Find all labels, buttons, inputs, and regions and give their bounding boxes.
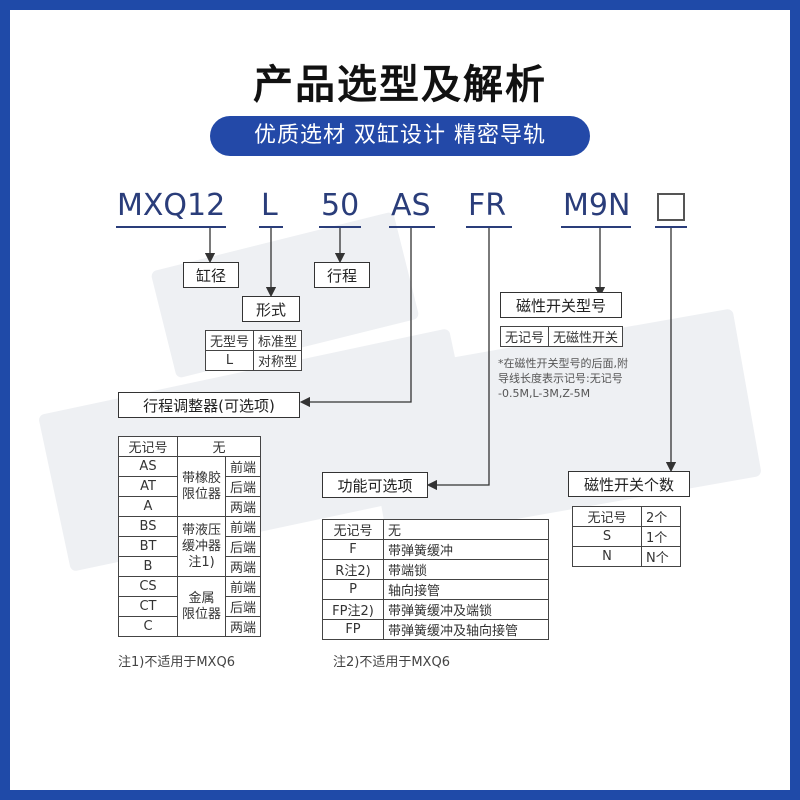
table-cell: 后端 <box>225 476 262 497</box>
subtitle-banner: 优质选材 双缸设计 精密导轨 <box>210 116 590 156</box>
table-row: 无记号无 <box>118 436 262 457</box>
table-row: FP注2)带弹簧缓冲及端锁 <box>322 599 549 620</box>
form-table-cell: 无型号 <box>204 330 255 351</box>
table-cell: 1个 <box>641 526 681 547</box>
table-row: A 两端 <box>118 496 262 517</box>
table-cell: 两端 <box>225 616 262 637</box>
label-bore: 缸径 <box>183 262 239 288</box>
underline-series <box>116 226 226 228</box>
code-adjuster: AS <box>391 188 431 223</box>
group-name-cell: 金属 限位器 <box>176 576 227 637</box>
table-cell: FP <box>322 619 384 640</box>
table-cell: N个 <box>641 546 681 567</box>
table-cell: CS <box>118 576 178 597</box>
table-row: R注2)带端锁 <box>322 559 549 580</box>
table-cell: S <box>572 526 642 547</box>
code-series: MXQ12 <box>117 188 226 223</box>
table-cell: BT <box>118 536 178 557</box>
table-cell: 无记号 <box>322 519 384 540</box>
table-cell: 后端 <box>225 596 262 617</box>
table-cell: 带弹簧缓冲及端锁 <box>383 599 549 620</box>
underline-form <box>259 226 283 228</box>
switch-type-cell: 无记号 <box>499 326 550 347</box>
table-cell: AS <box>118 456 178 477</box>
table-cell: 无记号 <box>118 436 178 457</box>
table-cell: 带弹簧缓冲 <box>383 539 549 560</box>
table-cell: 带弹簧缓冲及轴向接管 <box>383 619 549 640</box>
code-function: FR <box>468 188 507 223</box>
table-cell: B <box>118 556 178 577</box>
code-switch: M9N <box>563 188 631 223</box>
code-stroke: 50 <box>321 188 360 223</box>
underline-function <box>466 226 512 228</box>
product-selection-sheet: 产品选型及解析 优质选材 双缸设计 精密导轨 MXQ12 L 50 AS FR … <box>10 10 790 790</box>
table-cell: CT <box>118 596 178 617</box>
underline-stroke <box>319 226 361 228</box>
table-cell: 2个 <box>641 506 681 527</box>
switch-type-cell: 无磁性开关 <box>548 326 624 347</box>
table-cell: 前端 <box>225 516 262 537</box>
page-title: 产品选型及解析 <box>253 62 547 108</box>
label-form: 形式 <box>242 296 300 322</box>
underline-adjuster <box>389 226 435 228</box>
table-cell: 后端 <box>225 536 262 557</box>
table-cell: 无 <box>176 436 262 457</box>
label-switch-count: 磁性开关个数 <box>568 471 690 497</box>
table-cell: P <box>322 579 384 600</box>
table-row: 无记号无 <box>322 519 549 540</box>
switch-type-table: 无记号无磁性开关 <box>499 326 624 347</box>
table-cell: 两端 <box>225 556 262 577</box>
label-adjuster: 行程调整器(可选项) <box>118 392 300 418</box>
underline-count <box>655 226 687 228</box>
connector-lines <box>204 228 677 491</box>
function-note: 注2)不适用于MXQ6 <box>333 655 450 670</box>
table-cell: 前端 <box>225 456 262 477</box>
adjuster-note: 注1)不适用于MXQ6 <box>118 655 235 670</box>
table-cell: FP注2) <box>322 599 384 620</box>
table-row: AT 后端 <box>118 476 262 497</box>
table-cell: 轴向接管 <box>383 579 549 600</box>
form-table-cell: L <box>204 350 255 371</box>
label-stroke: 行程 <box>314 262 370 288</box>
table-cell: 前端 <box>225 576 262 597</box>
table-row: C 两端 <box>118 616 262 637</box>
code-switch-count-box <box>657 193 685 221</box>
underline-switch <box>561 226 631 228</box>
form-table-cell: 标准型 <box>253 330 303 351</box>
group-name-cell: 带液压 缓冲器 注1) <box>176 516 227 577</box>
table-cell: 带端锁 <box>383 559 549 580</box>
table-cell: AT <box>118 476 178 497</box>
table-cell: C <box>118 616 178 637</box>
form-table-cell: 对称型 <box>253 350 303 371</box>
table-cell: N <box>572 546 642 567</box>
table-row: B 两端 <box>118 556 262 577</box>
table-row: BT 后端 <box>118 536 262 557</box>
table-cell: F <box>322 539 384 560</box>
table-cell: BS <box>118 516 178 537</box>
label-switch-type: 磁性开关型号 <box>500 292 622 318</box>
table-cell: 无记号 <box>572 506 642 527</box>
table-row: CT 后端 <box>118 596 262 617</box>
switch-type-note: *在磁性开关型号的后面,附 导线长度表示记号:无记号 -0.5M,L-3M,Z-… <box>498 357 628 400</box>
code-form: L <box>261 188 278 223</box>
table-cell: A <box>118 496 178 517</box>
label-function: 功能可选项 <box>322 472 428 498</box>
table-cell: R注2) <box>322 559 384 580</box>
group-name-cell: 带橡胶 限位器 <box>176 456 227 517</box>
table-cell: 两端 <box>225 496 262 517</box>
table-cell: 无 <box>383 519 549 540</box>
